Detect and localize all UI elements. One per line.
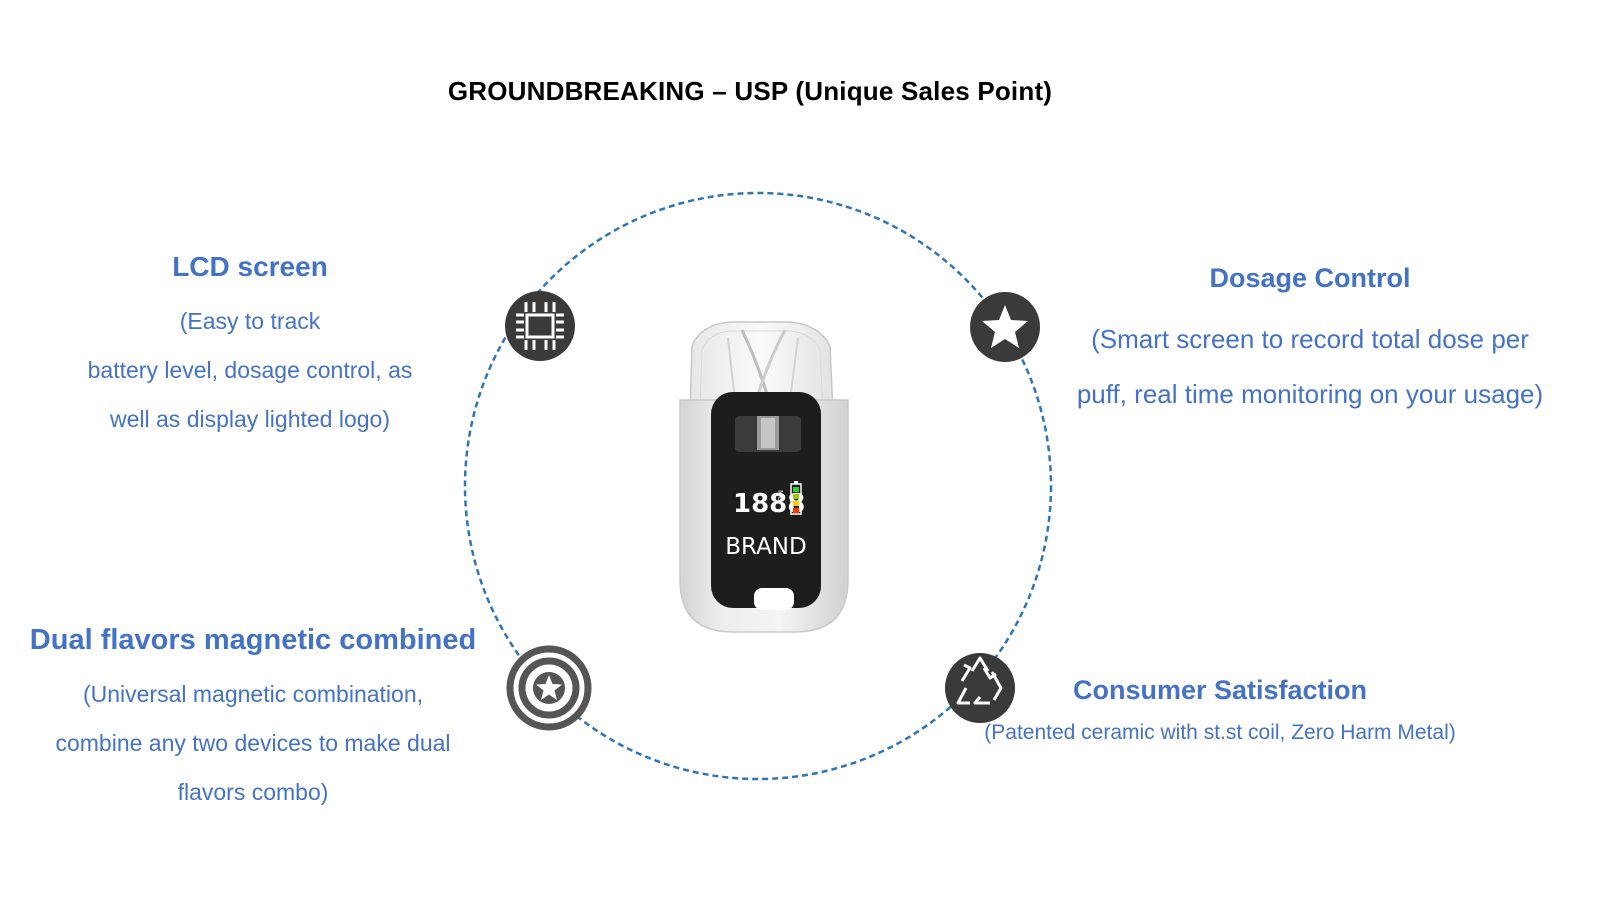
feature-description-line: combine any two devices to make dual — [55, 730, 451, 756]
feature-heading: Consumer Satisfaction — [1072, 675, 1368, 705]
device-unit: MG — [776, 490, 784, 501]
feature-dual-flavors: Dual flavors magnetic combined (Universa… — [0, 618, 506, 817]
feature-consumer-satisfaction: Consumer Satisfaction (Patented ceramic … — [940, 668, 1500, 748]
feature-heading: Dosage Control — [1209, 263, 1411, 293]
feature-heading: LCD screen — [172, 251, 328, 282]
device-brand: BRAND — [725, 534, 806, 560]
feature-description-line: flavors combo) — [177, 779, 329, 805]
feature-description-line: (Easy to track — [179, 308, 321, 334]
star-icon — [970, 292, 1040, 362]
feature-description-line: well as display lighted logo) — [110, 406, 390, 432]
feature-description-line: (Patented ceramic with st.st coil, Zero … — [984, 721, 1456, 744]
feature-description-line: battery level, dosage control, as — [87, 357, 413, 383]
page-title: GROUNDBREAKING – USP (Unique Sales Point… — [447, 76, 1053, 106]
feature-description-line: puff, real time monitoring on your usage… — [1076, 379, 1544, 409]
feature-lcd-screen: LCD screen (Easy to track battery level,… — [40, 245, 460, 444]
battery-level-icon — [790, 481, 802, 515]
device-illustration: 1888 MG BRAND — [679, 321, 849, 633]
shield-star-icon — [506, 645, 592, 731]
feature-heading: Dual flavors magnetic combined — [29, 624, 477, 656]
recycle-icon — [945, 653, 1015, 723]
orbit-circle — [463, 191, 1053, 781]
feature-description-line: (Universal magnetic combination, — [82, 681, 424, 707]
chip-icon — [505, 291, 575, 361]
feature-dosage-control: Dosage Control (Smart screen to record t… — [1030, 258, 1590, 422]
feature-description-line: (Smart screen to record total dose per — [1091, 324, 1529, 354]
